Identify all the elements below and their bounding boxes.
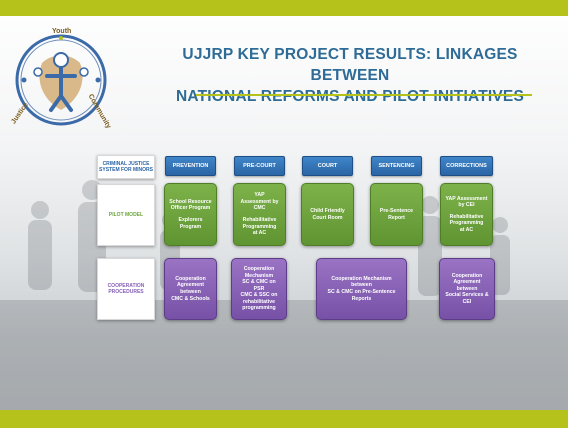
coop-box-corrections: Cooperation Agreement between Social Ser… <box>439 258 495 320</box>
pilot-box-sentencing: Pre-Sentence Report <box>370 183 423 246</box>
pilot-prevention-line: Program <box>179 223 202 230</box>
pilot-court-line: Court Room <box>312 214 343 221</box>
coop-court-sentencing-line: between <box>351 282 372 289</box>
pilot-corrections-line: Rehabilitative <box>449 213 484 220</box>
logo-circle-icon <box>15 34 107 126</box>
pilot-box-pre-court: YAP Assessment by CMC Rehabilitative Pro… <box>233 183 286 246</box>
pilot-box-court: Child Friendly Court Room <box>301 183 354 246</box>
coop-pre-court-line: PSR <box>253 285 265 292</box>
coop-box-pre-court: Cooperation Mechanism SC & CMC on PSR CM… <box>231 258 287 320</box>
coop-pre-court-line: rehabilitative <box>242 298 275 305</box>
row-label-cooperation-procedures: COOPERATION PROCEDURES <box>97 258 155 320</box>
coop-court-sentencing-line: Cooperation Mechanism <box>331 275 392 282</box>
pilot-sentencing-line: Pre-Sentence <box>379 207 414 214</box>
pilot-pre-court-line: Programming <box>242 223 277 230</box>
header-prevention: PREVENTION <box>165 156 216 176</box>
coop-corrections-line: between <box>456 285 478 292</box>
header-sentencing: SENTENCING <box>371 156 422 176</box>
pilot-corrections-line: at AC <box>459 226 474 233</box>
pilot-pre-court-line: at AC <box>252 230 267 237</box>
logo-word-youth: Youth <box>52 28 72 35</box>
coop-court-sentencing-line: Reports <box>351 295 372 302</box>
pilot-corrections-line: by CEI <box>458 202 475 209</box>
row-label-pilot-text: PILOT MODEL <box>108 211 144 218</box>
coop-pre-court-line: Cooperation <box>243 265 275 272</box>
row-label-coop-line-2: PROCEDURES <box>108 289 144 295</box>
row-label-coop-line-1: COOPERATION <box>107 282 145 289</box>
title-line-1: UJJRP KEY PROJECT RESULTS: LINKAGES BETW… <box>182 46 518 84</box>
header-pre-court: PRE-COURT <box>234 156 285 176</box>
coop-corrections-line: Cooperation <box>451 272 483 279</box>
coop-box-prevention: Cooperation Agreement between CMC & Scho… <box>164 258 217 320</box>
pilot-prevention-line: School Resource <box>169 198 212 205</box>
pilot-prevention-line: Explorers <box>178 217 203 223</box>
coop-prevention-line: CMC & Schools <box>171 295 210 302</box>
coop-pre-court-line: SC & CMC on <box>242 279 276 286</box>
coop-box-court-sentencing: Cooperation Mechanism between SC & CMC o… <box>316 258 407 320</box>
pilot-court-line: Child Friendly <box>310 207 345 214</box>
pilot-pre-court-line: YAP <box>254 192 265 199</box>
pilot-pre-court-line: CMC <box>253 205 266 212</box>
coop-pre-court-line: programming <box>242 305 276 312</box>
header-corrections: CORRECTIONS <box>440 156 493 176</box>
coop-prevention-line: Agreement <box>176 282 205 289</box>
header-court: COURT <box>302 156 353 176</box>
pilot-prevention-line: Officer Program <box>170 205 211 212</box>
title-underline <box>196 94 532 96</box>
coop-pre-court-line: Mechanism <box>244 272 274 279</box>
pilot-box-prevention: School Resource Officer Program Explorer… <box>164 183 217 246</box>
title-line-2: NATIONAL REFORMS AND PILOT INITIATIVES <box>175 88 525 105</box>
row-label-header-line-2: SYSTEM FOR MINORS <box>99 167 153 173</box>
coop-corrections-line: Social Services & <box>445 292 489 299</box>
coop-corrections-line: Agreement <box>453 279 481 286</box>
page-title: UJJRP KEY PROJECT RESULTS: LINKAGES BETW… <box>160 44 540 107</box>
pilot-box-corrections: YAP Assessment by CEI Rehabilitative Pro… <box>440 183 493 246</box>
pilot-pre-court-line: Assessment by <box>240 198 279 205</box>
bottom-accent-bar <box>0 410 568 428</box>
pilot-pre-court-line: Rehabilitative <box>242 217 277 223</box>
top-accent-bar <box>0 0 568 16</box>
pilot-corrections-line: Programming <box>449 220 484 227</box>
pilot-sentencing-line: Report <box>388 214 405 221</box>
row-label-header-line-1: CRIMINAL JUSTICE <box>102 160 150 167</box>
coop-court-sentencing-line: SC & CMC on Pre-Sentence <box>327 289 396 295</box>
coop-pre-court-line: CMC & SSC on <box>240 292 278 299</box>
row-label-pilot-model: PILOT MODEL <box>97 184 155 246</box>
coop-prevention-line: Cooperation <box>175 275 206 282</box>
youth-justice-community-logo: Youth Justice Community <box>2 18 120 136</box>
pilot-corrections-line: YAP Assessment <box>445 195 488 202</box>
coop-corrections-line: CEI <box>462 298 472 305</box>
coop-prevention-line: between <box>180 289 201 295</box>
row-label-criminal-justice-system: CRIMINAL JUSTICE SYSTEM FOR MINORS <box>97 155 155 179</box>
